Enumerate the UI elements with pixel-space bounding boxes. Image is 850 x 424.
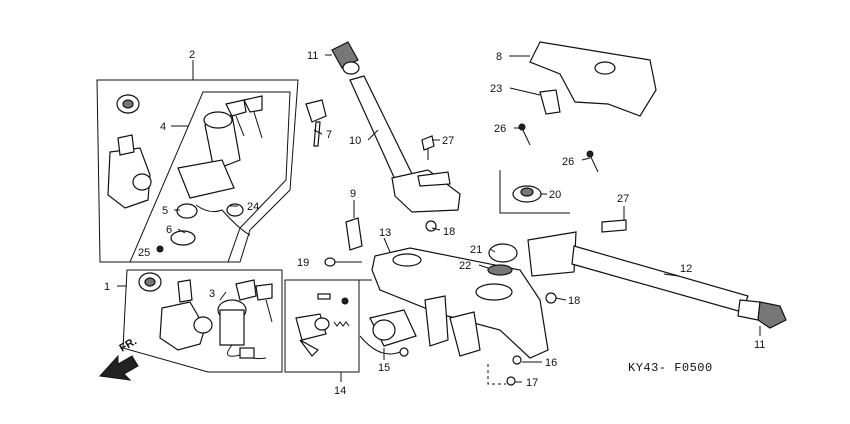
callout-7: 7 — [326, 129, 332, 141]
ignition-switch — [177, 111, 251, 236]
seat-lock-group1 — [159, 279, 213, 351]
nut-21 — [488, 243, 518, 263]
callout-12: 12 — [680, 263, 692, 275]
bolt-16 — [512, 355, 522, 365]
connector-24 — [226, 203, 244, 217]
callout-11-top: 11 — [307, 50, 318, 62]
callout-4: 4 — [160, 121, 166, 133]
group-1-outline — [117, 269, 283, 373]
lower-bridge-13 — [371, 247, 549, 359]
callout-numbers: 1 2 3 4 5 6 7 8 9 10 11 11 12 13 14 15 1… — [104, 49, 765, 397]
bolt-18b — [545, 292, 557, 304]
washer-22 — [487, 264, 513, 276]
callout-8: 8 — [496, 51, 502, 63]
callout-14: 14 — [334, 385, 346, 397]
grip-end-11-right — [737, 299, 787, 329]
screw-26a — [518, 123, 531, 146]
key-pair-group2 — [225, 95, 263, 139]
callout-25: 25 — [138, 247, 150, 259]
bolt-27a — [421, 135, 435, 160]
ignition-group1 — [217, 299, 267, 360]
callout-21: 21 — [470, 244, 482, 256]
clip-band-5 — [176, 203, 198, 219]
callout-6: 6 — [166, 224, 172, 236]
screw-25 — [156, 245, 164, 253]
callout-20: 20 — [549, 189, 561, 201]
lock-cylinder-group1 — [138, 272, 162, 292]
callout-16: 16 — [545, 357, 557, 369]
callout-3: 3 — [209, 288, 215, 300]
callout-18a: 18 — [443, 226, 455, 238]
grip-end-11-top — [331, 41, 360, 75]
callout-1: 1 — [104, 281, 110, 293]
callout-27b: 27 — [617, 193, 629, 205]
key-blank — [305, 99, 327, 147]
pin-14 — [317, 293, 349, 305]
key-pair-group1 — [235, 279, 273, 323]
clip-band-6 — [170, 230, 196, 246]
callout-15: 15 — [378, 362, 390, 374]
handlebar-right — [527, 231, 749, 313]
callout-24: 24 — [247, 201, 259, 213]
front-direction-arrow: FR. — [98, 335, 139, 381]
callout-5: 5 — [162, 205, 168, 217]
callout-2: 2 — [189, 49, 195, 61]
callout-18b: 18 — [568, 295, 580, 307]
callout-17: 17 — [526, 377, 538, 389]
callout-26b: 26 — [562, 156, 574, 168]
callout-11-right: 11 — [754, 339, 765, 351]
nut-20 — [512, 185, 542, 203]
group-14-outline — [284, 279, 372, 382]
top-bridge-8 — [529, 41, 657, 117]
callout-26a: 26 — [494, 123, 506, 135]
lock-cylinder-small — [116, 94, 140, 114]
clip-23 — [539, 89, 561, 115]
seat-lock-assembly — [107, 134, 152, 209]
bolt-17 — [487, 364, 516, 386]
leader-lines — [171, 54, 761, 383]
screw-26b — [586, 150, 599, 173]
handlebar-left — [349, 75, 461, 213]
callout-10: 10 — [349, 135, 361, 147]
callout-9: 9 — [350, 188, 356, 200]
diagram-code: KY43- F0500 — [628, 361, 713, 375]
bolt-19 — [324, 257, 362, 267]
callout-23: 23 — [490, 83, 502, 95]
callout-27a: 27 — [442, 135, 454, 147]
lock-14 — [295, 313, 330, 357]
callout-13: 13 — [379, 227, 391, 239]
steering-lock-15 — [359, 309, 417, 357]
bracket-9 — [345, 217, 363, 251]
bolt-27b — [601, 219, 627, 233]
spring-14 — [333, 321, 350, 327]
group-20-outline — [499, 170, 570, 214]
callout-19: 19 — [297, 257, 309, 269]
callout-22: 22 — [459, 260, 471, 272]
bolt-18a — [425, 220, 437, 232]
